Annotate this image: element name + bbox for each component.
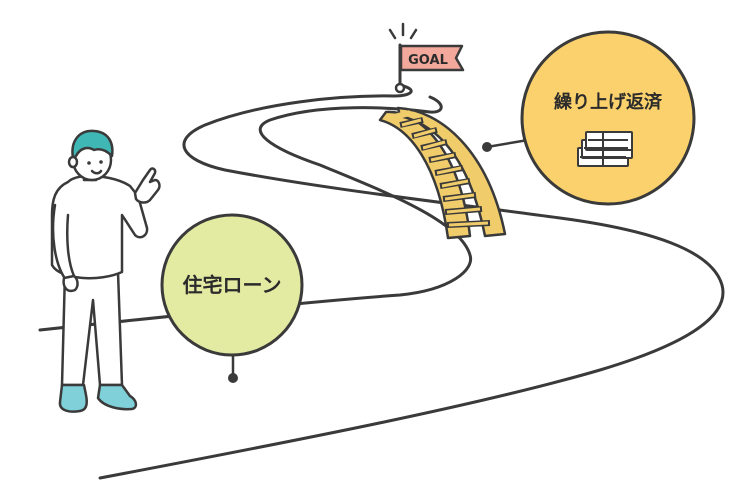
goal-flag: GOAL	[388, 22, 465, 94]
person-ear	[67, 155, 79, 169]
prepayment-connector-dot	[482, 142, 492, 152]
person-hair	[71, 129, 114, 160]
person-right-shoe	[96, 383, 138, 411]
housing-loan-circle	[160, 213, 304, 357]
housing-loan-bubble: 住宅ローン	[160, 213, 304, 357]
road-outer-edge	[98, 83, 725, 480]
prepayment-connector	[486, 138, 529, 149]
prepayment-bubble: 繰り上げ返済	[520, 30, 696, 206]
flag-cloth	[399, 44, 465, 72]
prepayment-circle	[520, 30, 696, 206]
ladder-rung-fills	[401, 118, 489, 227]
flag-goal-text: GOAL	[408, 53, 448, 68]
housing-loan-label: 住宅ローン	[183, 273, 282, 297]
flag-pole-base	[394, 82, 406, 94]
person	[50, 129, 161, 413]
pointing-hand-icon	[133, 167, 161, 204]
person-left-hand	[62, 274, 79, 293]
person-eye-left	[87, 161, 91, 165]
prepayment-label: 繰り上げ返済	[554, 91, 663, 113]
person-mouth	[90, 169, 103, 175]
ladder	[378, 106, 507, 240]
person-eye-right	[99, 160, 103, 164]
sparkle-lines	[388, 22, 418, 40]
road-inner-edge	[38, 95, 473, 332]
person-left-shoe	[58, 383, 88, 413]
banknote-stack-icon	[577, 131, 633, 167]
winding-road	[38, 83, 725, 480]
housing-loan-connector-dot	[228, 373, 238, 383]
